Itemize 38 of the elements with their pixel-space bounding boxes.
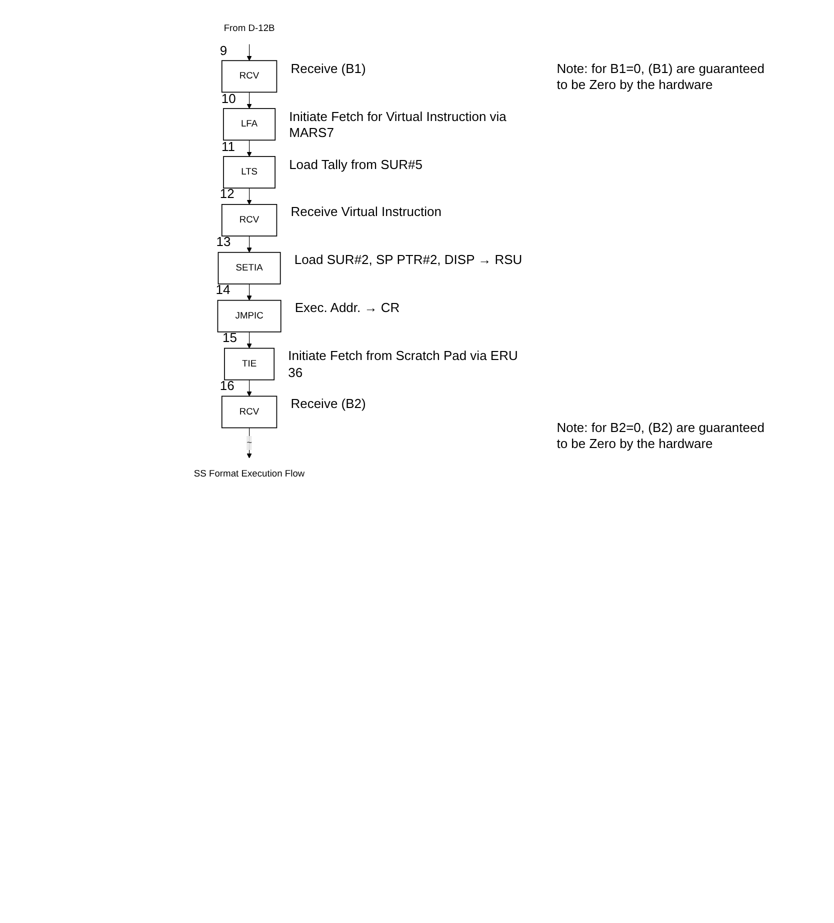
arrow [246, 44, 252, 61]
note-text: Note: for B1=0, (B1) are guaranteed to be Zero by the hardware [556, 60, 766, 94]
step-number: 14 [216, 282, 230, 298]
step-description: Load Tally from SUR#5 [289, 156, 424, 173]
step-description: Initiate Fetch from Scratch Pad via ERU 36 [288, 348, 518, 381]
step-description: Receive (B2) [290, 396, 367, 412]
node-text: From D-12B [224, 23, 275, 34]
arrow [246, 284, 252, 301]
step-description: Exec. Addr. → CR [294, 300, 401, 317]
node-box: SETIA [218, 252, 281, 284]
arrow [246, 92, 252, 109]
step-number: 12 [220, 186, 234, 202]
edge-label: ~ [246, 438, 252, 448]
node-box: RCV [221, 60, 278, 93]
arrow [246, 428, 252, 458]
step-number: 15 [222, 330, 237, 346]
node-box: RCV [221, 204, 278, 236]
node-box: JMPIC [217, 300, 282, 332]
step-description: Receive (B1) [290, 60, 367, 77]
arrow [246, 236, 252, 253]
arrow [246, 188, 252, 205]
step-description: Receive Virtual Instruction [290, 204, 442, 221]
step-number: 11 [222, 138, 236, 154]
arrow [246, 140, 252, 157]
step-description: Initiate Fetch for Virtual Instruction via MARS7 [289, 108, 508, 142]
note-text: Note: for B2=0, (B2) are guaranteed to be Zero by the hardware [556, 420, 766, 453]
step-number: 16 [220, 378, 234, 394]
step-number: 9 [220, 42, 228, 58]
arrow [246, 380, 252, 396]
arrow [246, 332, 252, 348]
node-text: SS Format Execution Flow [194, 468, 305, 479]
node-box: LFA [223, 108, 276, 141]
step-number: 10 [221, 90, 236, 106]
node-box: TIE [224, 348, 275, 380]
step-description: Load SUR#2, SP PTR#2, DISP → RSU [294, 252, 524, 269]
node-box: RCV [221, 396, 278, 428]
step-number: 13 [216, 234, 231, 250]
node-box: LTS [223, 156, 276, 189]
